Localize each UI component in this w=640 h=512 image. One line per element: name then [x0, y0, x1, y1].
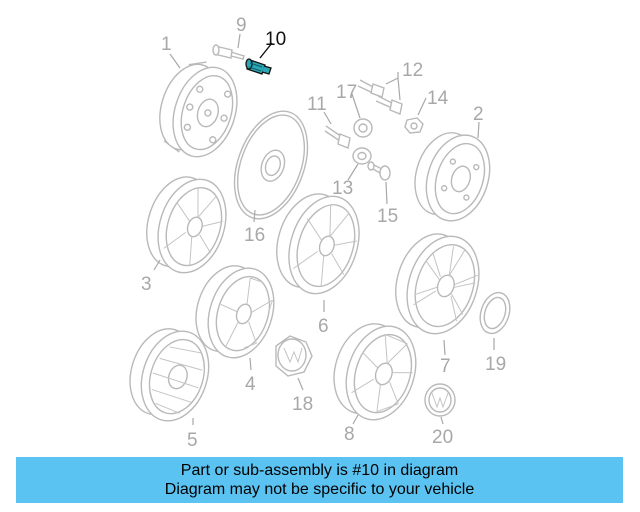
callout-13: 13 — [332, 178, 353, 199]
banner-line-disclaimer: Diagram may not be specific to your vehi… — [164, 481, 475, 498]
wheel-part-1[interactable] — [149, 53, 248, 165]
callout-12: 12 — [402, 60, 423, 81]
hubcap-part-16[interactable] — [221, 101, 321, 229]
alloy-wheel-part-5[interactable] — [119, 319, 220, 430]
center-cap-part-20[interactable] — [424, 383, 456, 417]
parts-diagram: 1 2 3 4 5 6 7 8 9 10 11 12 13 14 15 16 1… — [119, 15, 515, 451]
callout-16: 16 — [244, 225, 265, 246]
center-cap-part-18[interactable] — [275, 335, 313, 377]
bolt-part-11[interactable] — [324, 125, 351, 149]
callout-19: 19 — [485, 354, 506, 375]
alloy-wheel-part-4[interactable] — [185, 256, 285, 367]
info-banner: Part or sub-assembly is #10 in diagram D… — [16, 457, 623, 503]
banner-line-part-number: Part or sub-assembly is #10 in diagram — [180, 462, 459, 479]
alloy-wheel-part-8[interactable] — [322, 313, 427, 429]
callout-4: 4 — [245, 374, 256, 395]
callout-20: 20 — [432, 427, 453, 448]
wheel-part-2[interactable] — [404, 123, 500, 229]
callout-8: 8 — [344, 424, 355, 445]
callout-1: 1 — [161, 34, 172, 55]
callout-17: 17 — [336, 82, 357, 103]
valve-stem-part-15[interactable] — [367, 161, 391, 181]
nut-part-13[interactable] — [352, 147, 372, 165]
lock-bolt-part-12[interactable] — [357, 79, 403, 115]
lug-nut-part-14[interactable] — [404, 117, 424, 134]
callout-15: 15 — [377, 206, 398, 227]
callout-3: 3 — [141, 274, 152, 295]
callout-9: 9 — [236, 15, 247, 36]
callout-7: 7 — [440, 356, 451, 377]
ring-part-19[interactable] — [475, 289, 515, 338]
wheel-bolt-part-9[interactable] — [212, 44, 245, 61]
alloy-wheel-part-6[interactable] — [265, 183, 371, 303]
callout-11: 11 — [307, 94, 327, 115]
callout-14: 14 — [427, 88, 449, 109]
callout-5: 5 — [187, 430, 198, 451]
callout-2: 2 — [473, 104, 484, 125]
nut-part-17[interactable] — [353, 118, 373, 138]
highlighted-part-10[interactable] — [245, 58, 272, 75]
callout-10: 10 — [265, 29, 286, 50]
callout-18: 18 — [292, 394, 313, 415]
alloy-wheel-part-3[interactable] — [135, 167, 237, 282]
alloy-wheel-part-7[interactable] — [384, 223, 491, 343]
callout-6: 6 — [318, 316, 329, 337]
